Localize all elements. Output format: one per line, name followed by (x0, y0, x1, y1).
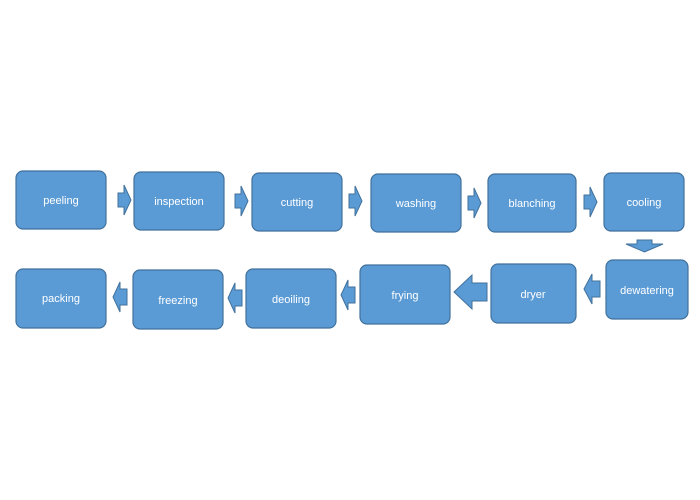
step-cooling-label: cooling (627, 197, 662, 209)
step-blanching-box (487, 173, 577, 233)
step-washing: washing (370, 173, 462, 233)
step-dryer-label: dryer (520, 289, 545, 301)
arrow-left-icon (583, 273, 601, 305)
step-deoiling-label: deoiling (272, 294, 310, 306)
step-frying: frying (359, 264, 451, 325)
step-peeling-box (15, 170, 107, 230)
step-packing-label: packing (42, 293, 80, 305)
arrow-left-icon (112, 281, 128, 313)
step-blanching-label: blanching (508, 198, 555, 210)
step-dryer: dryer (490, 263, 577, 324)
step-packing-box (15, 268, 107, 329)
step-washing-label: washing (395, 198, 436, 210)
step-deoiling-box (245, 268, 337, 329)
step-inspection-label: inspection (154, 196, 204, 208)
step-packing: packing (15, 268, 107, 329)
step-freezing-box (132, 269, 224, 330)
step-frying-label: frying (392, 290, 419, 302)
arrow-right-icon (467, 187, 482, 219)
step-cooling: cooling (603, 172, 685, 232)
step-cutting-label: cutting (281, 197, 313, 209)
arrow-right-icon (117, 184, 132, 216)
step-freezing: freezing (132, 269, 224, 330)
step-cutting: cutting (251, 172, 343, 232)
arrow-right-icon (234, 185, 249, 217)
arrow-left-icon (453, 273, 488, 311)
step-inspection-box (133, 171, 225, 231)
step-dryer-box (490, 263, 577, 324)
step-frying-box (359, 264, 451, 325)
step-blanching: blanching (487, 173, 577, 233)
step-washing-box (370, 173, 462, 233)
arrow-down-icon (625, 239, 664, 253)
step-dewatering-label: dewatering (620, 285, 674, 297)
arrow-right-icon (348, 185, 363, 217)
step-cutting-box (251, 172, 343, 232)
step-peeling: peeling (15, 170, 107, 230)
step-peeling-label: peeling (43, 195, 78, 207)
step-dewatering: dewatering (605, 259, 689, 320)
step-cooling-box (603, 172, 685, 232)
step-deoiling: deoiling (245, 268, 337, 329)
arrow-right-icon (583, 186, 598, 218)
step-dewatering-box (605, 259, 689, 320)
arrow-left-icon (227, 282, 243, 314)
arrow-left-icon (340, 279, 356, 311)
step-inspection: inspection (133, 171, 225, 231)
step-freezing-label: freezing (158, 295, 197, 307)
